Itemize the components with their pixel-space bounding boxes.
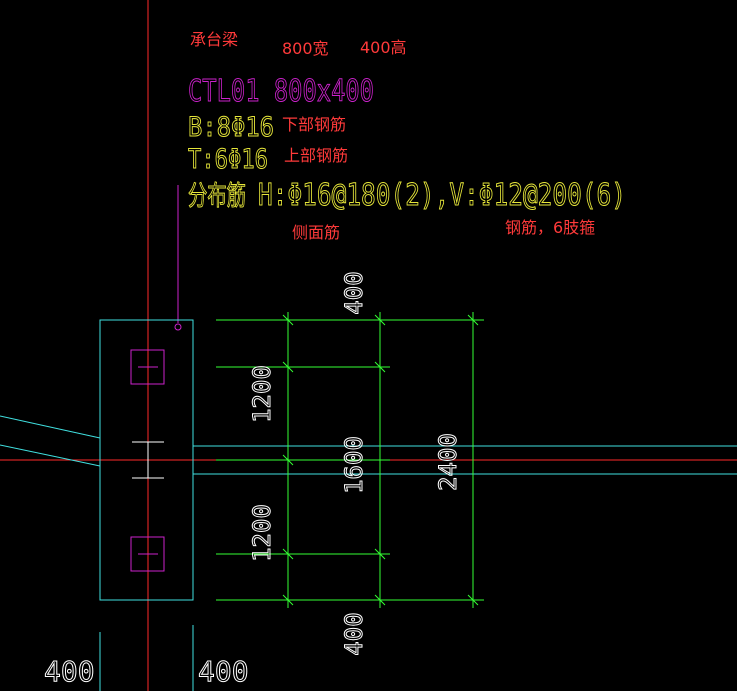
note-width: 800宽 bbox=[282, 39, 329, 58]
dim-text-bottom-400: 400 bbox=[340, 612, 368, 655]
dimension-lines bbox=[216, 312, 484, 608]
pile-lower bbox=[130, 536, 165, 572]
dim-text-bottom-right-400: 400 bbox=[198, 655, 249, 688]
note-side-rebar: 侧面筋 bbox=[292, 223, 340, 242]
top-rebar-label: T:6Φ16 bbox=[188, 144, 268, 175]
dim-text-1600: 1600 bbox=[340, 436, 368, 494]
dim-text-upper-1200: 1200 bbox=[248, 365, 276, 423]
leader bbox=[174, 185, 182, 331]
beam-id-label: CTL01 800x400 bbox=[188, 74, 374, 109]
note-cap-beam: 承台梁 bbox=[190, 30, 238, 49]
note-bottom-rebar: 下部钢筋 bbox=[282, 115, 346, 134]
note-top-rebar: 上部钢筋 bbox=[284, 146, 348, 165]
pile-cap-outline bbox=[99, 319, 194, 601]
left-beam-edge-top bbox=[0, 415, 101, 439]
dim-text-bottom-left-400: 400 bbox=[44, 655, 95, 688]
leader-marker bbox=[174, 323, 182, 331]
dim-ticks bbox=[282, 314, 479, 606]
bottom-rebar-label: B:8Φ16 bbox=[188, 112, 274, 143]
column-mark bbox=[132, 441, 164, 479]
dimension-texts: 400 1200 1600 2400 1200 400 400 400 bbox=[44, 271, 463, 689]
pile-upper bbox=[130, 349, 165, 385]
dim-text-2400: 2400 bbox=[434, 433, 462, 491]
distribution-prefix-label: 分布筋 bbox=[188, 181, 246, 212]
piles bbox=[130, 349, 165, 572]
note-stirrup: 钢筋，6肢箍 bbox=[505, 218, 595, 237]
note-height: 400高 bbox=[360, 38, 407, 57]
left-beam-edge-bottom bbox=[0, 444, 101, 467]
annotations: 承台梁 800宽 400高 下部钢筋 上部钢筋 侧面筋 钢筋，6肢箍 bbox=[190, 30, 595, 242]
dim-text-top-400: 400 bbox=[340, 271, 368, 314]
distribution-value-label: H:Φ16@180(2),V:Φ12@200(6) bbox=[258, 178, 626, 213]
structure bbox=[0, 319, 737, 691]
dim-text-lower-1200: 1200 bbox=[248, 504, 276, 562]
